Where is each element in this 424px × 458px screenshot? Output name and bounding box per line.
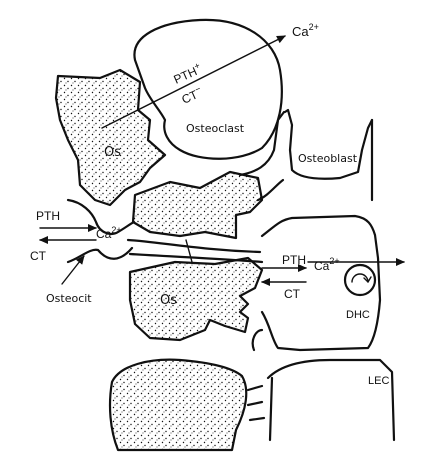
label-dhc: DHC [346,309,370,321]
label-pth-plus: PTH+ [171,60,204,87]
label-osteoblast: Osteoblast [298,152,358,165]
osteoblast-upper [238,110,286,177]
label-osteoclast: Osteoclast [186,122,245,135]
canaliculus-right [260,214,382,352]
osteoclast-cell [133,18,283,160]
label-osteocit: Osteocit [46,292,92,305]
label-os-upper: Os [104,145,121,160]
bone-lower [128,256,264,342]
label-lec: LEC [368,375,389,387]
bone-middle [131,170,264,240]
process-low2 [246,400,264,407]
osteocyte-cell [66,198,136,235]
arrow-ca-out [101,35,286,129]
label-os-lower: Os [160,293,177,308]
process-right [268,376,274,442]
circular-arrow-icon [351,273,372,283]
osteoblast-lower [256,178,285,202]
label-pth-right: PTH [282,253,306,267]
bone-upper [54,68,167,207]
osteocyte-lower [66,246,134,264]
arrow-osteocit [61,255,85,285]
label-ca-left: Ca2+ [96,225,122,241]
label-ct-right: CT [284,287,301,301]
canaliculus-main-2 [128,252,264,264]
label-ca-top: Ca2+ [292,22,319,39]
process-mid [266,358,396,442]
process-low3 [248,416,266,422]
process-low1 [246,384,264,392]
canaliculus-main [126,238,262,254]
label-ca-right: Ca2+ [314,256,340,273]
dhc-pump [343,263,377,297]
label-ct-minus: CT− [179,83,205,106]
label-pth-left: PTH [36,209,60,223]
label-ct-left: CT [30,249,47,263]
bone-bottom [108,358,248,452]
canaliculus-down [185,239,193,263]
process-left [251,328,264,352]
osteoblast-wall [283,108,374,180]
